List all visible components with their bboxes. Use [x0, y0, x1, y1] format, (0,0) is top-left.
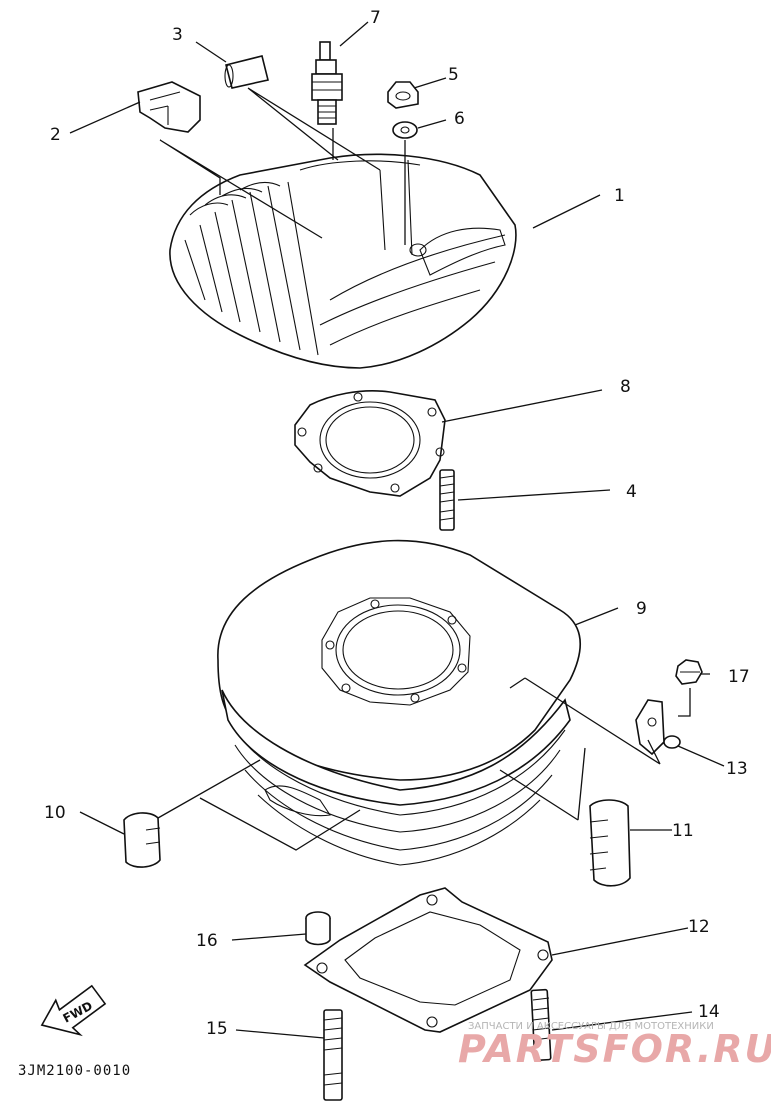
part-4-stud	[439, 469, 455, 531]
watermark-caption: ЗАПЧАСТИ И АКСЕССУАРЫ ДЛЯ МОТОТЕХНИКИ	[468, 1021, 714, 1032]
part-2-damper	[137, 81, 201, 133]
label-15: 15	[206, 1019, 228, 1039]
watermark-brand: PARTSFOR.RU	[458, 1027, 771, 1071]
part-12-base-gasket	[303, 887, 553, 1033]
part-number-labels: 1 2 3 4 5 6 7 8 9 10 11 12 13 14 15 16 1…	[44, 8, 750, 1039]
label-13: 13	[726, 759, 748, 779]
label-5: 5	[448, 65, 459, 85]
cylinder-head	[169, 153, 517, 369]
label-1: 1	[614, 186, 625, 206]
part-11-damper	[589, 799, 631, 887]
label-8: 8	[620, 377, 631, 397]
fwd-arrow-icon: FWD	[40, 984, 107, 1037]
label-10: 10	[44, 803, 66, 823]
part-14-stud	[530, 988, 552, 1062]
part-17-bolt	[675, 659, 703, 685]
label-7: 7	[370, 8, 381, 28]
watermark: ЗАПЧАСТИ И АКСЕССУАРЫ ДЛЯ МОТОТЕХНИКИ PA…	[458, 1021, 771, 1071]
label-6: 6	[454, 109, 465, 129]
label-9: 9	[636, 599, 647, 619]
part-15-stud	[323, 1009, 343, 1101]
label-11: 11	[672, 821, 694, 841]
label-3: 3	[172, 25, 183, 45]
label-16: 16	[196, 931, 218, 951]
part-3-cap	[224, 55, 269, 89]
part-10-damper	[123, 812, 161, 868]
label-4: 4	[626, 482, 637, 502]
part-13-bracket	[635, 699, 681, 756]
leader-lines	[69, 21, 725, 1039]
part-16-dowel	[305, 911, 331, 946]
label-2: 2	[50, 125, 61, 145]
part-9-cylinder	[217, 539, 581, 866]
part-5-nut	[387, 81, 419, 109]
part-6-washer	[392, 121, 418, 139]
label-14: 14	[698, 1002, 720, 1022]
label-17: 17	[728, 667, 750, 687]
drawing-code: 3JM2100-0010	[18, 1063, 131, 1079]
part-7-spark-plug	[311, 41, 343, 125]
label-12: 12	[688, 917, 710, 937]
part-8-head-gasket	[294, 390, 446, 497]
